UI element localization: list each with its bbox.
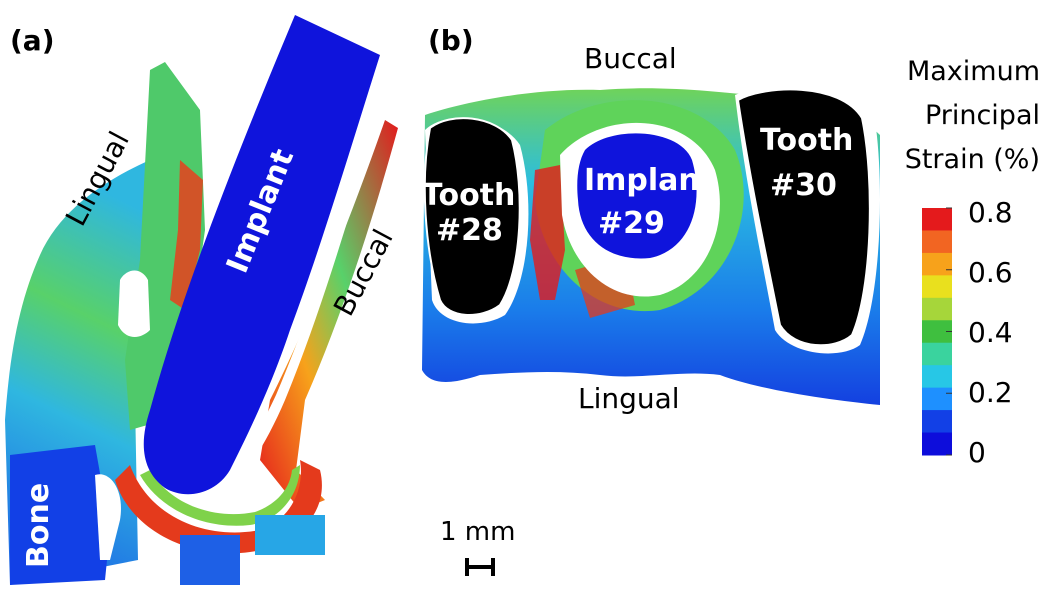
legend-color-swatch xyxy=(922,432,952,456)
lingual-gap xyxy=(118,270,150,337)
legend-tick-label: 0.2 xyxy=(968,376,1013,409)
strain-legend: Maximum Principal Strain (%) 0.8 0.6 0.4… xyxy=(905,56,1040,469)
tooth-28-label-line1: Tooth xyxy=(422,178,515,213)
legend-color-swatch xyxy=(922,342,952,366)
legend-title-line3: Strain (%) xyxy=(905,144,1040,175)
bone-base xyxy=(10,445,110,585)
bottom-fragment-right xyxy=(255,515,325,555)
legend-tick-label: 0.8 xyxy=(968,196,1013,229)
legend-color-swatch xyxy=(922,252,952,276)
legend-color-swatch xyxy=(922,297,952,321)
legend-colorbar xyxy=(922,207,952,456)
panel-a: (a) Lingual Buccal Implant Bone xyxy=(5,15,400,585)
scale-bar: 1 mm xyxy=(440,517,515,576)
tooth-30-label-line2: #30 xyxy=(770,168,837,203)
legend-tick-label: 0.6 xyxy=(968,256,1013,289)
legend-title-line2: Principal xyxy=(925,100,1040,131)
implant-29 xyxy=(577,133,697,259)
buccal-strain-band xyxy=(260,120,398,510)
panel-b-lingual-label: Lingual xyxy=(578,382,680,415)
implant-buccal-gap xyxy=(232,140,372,478)
panel-a-bone-label: Bone xyxy=(21,483,56,568)
lingual-strain-hotspot xyxy=(170,160,203,310)
bottom-fragment xyxy=(180,535,240,585)
legend-color-swatch xyxy=(922,365,952,389)
tooth-28-label-line2: #28 xyxy=(436,213,503,248)
legend-color-swatch xyxy=(922,208,952,231)
implant-29-label-line1: Implant xyxy=(584,163,714,198)
bone-base-gap xyxy=(95,474,121,560)
panel-b: (b) Buccal Lingual Tooth #28 Implant #29… xyxy=(422,24,880,415)
scale-bar-label: 1 mm xyxy=(440,517,515,547)
legend-tick-label: 0.4 xyxy=(968,316,1013,349)
panel-a-label: (a) xyxy=(10,24,55,57)
legend-color-swatch xyxy=(922,275,952,299)
tooth-30 xyxy=(736,88,871,347)
legend-color-swatch xyxy=(922,320,952,344)
bottom-strain-arc-green xyxy=(140,465,300,526)
implant-body xyxy=(143,15,380,495)
panel-b-buccal-label: Buccal xyxy=(584,42,677,75)
tooth-28 xyxy=(423,117,521,317)
legend-color-swatch xyxy=(922,387,952,411)
strain-red-left xyxy=(530,165,565,300)
panel-b-label: (b) xyxy=(428,24,474,57)
implant-29-label-line2: #29 xyxy=(598,206,665,241)
legend-color-swatch xyxy=(922,230,952,254)
tooth-30-label-line1: Tooth xyxy=(760,123,853,158)
legend-color-swatch xyxy=(922,410,952,434)
legend-tick-label: 0 xyxy=(968,436,986,469)
legend-title-line1: Maximum xyxy=(907,56,1040,87)
